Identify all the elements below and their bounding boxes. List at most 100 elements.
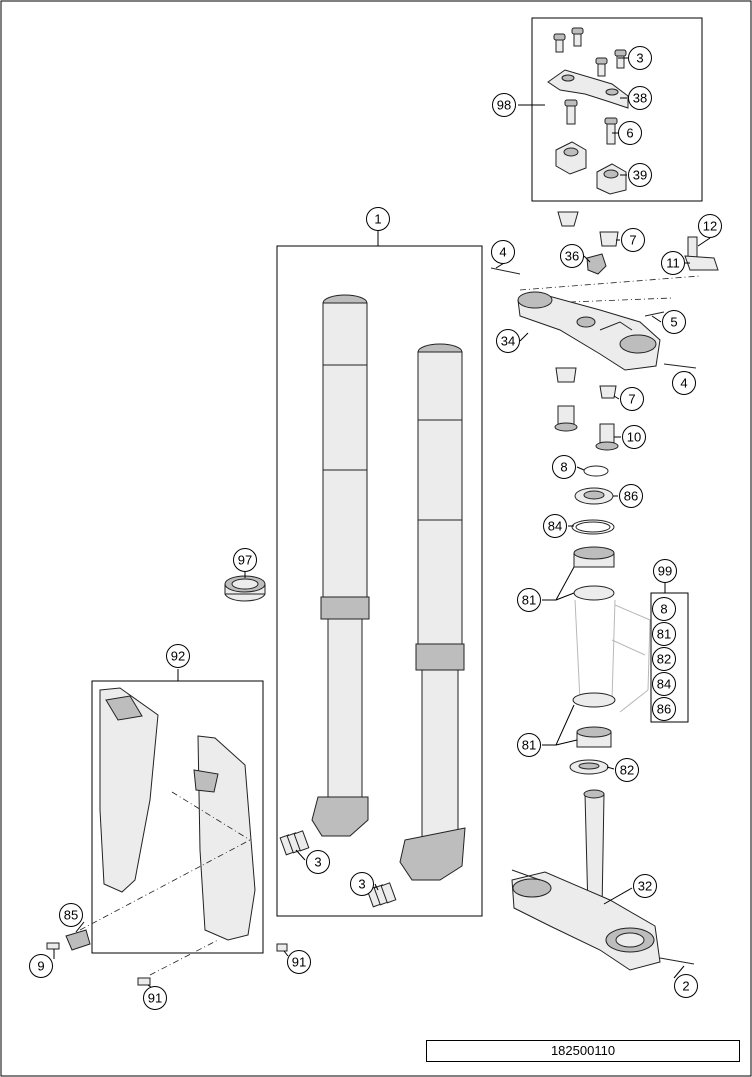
callout-label: 91 — [292, 955, 306, 970]
callout-1: 1 — [366, 207, 390, 231]
lower-bearing-race — [572, 692, 616, 708]
callout-circle — [366, 207, 390, 231]
left-axle-clamp — [311, 796, 369, 837]
group-box-98 — [531, 17, 703, 202]
callout-82: 82 — [652, 647, 676, 671]
callout-label: 84 — [548, 519, 562, 534]
upper-triple-clamp — [517, 291, 661, 371]
callout-36: 36 — [560, 244, 584, 268]
callout-circle — [619, 484, 643, 508]
callout-label: 11 — [666, 256, 680, 271]
callout-4: 4 — [672, 371, 696, 395]
callout-label: 3 — [358, 877, 365, 892]
callout-label: 81 — [522, 738, 536, 753]
callout-5: 5 — [662, 310, 686, 334]
callout-label: 84 — [657, 677, 671, 692]
callout-97: 97 — [233, 548, 257, 572]
callout-91: 91 — [143, 986, 167, 1010]
callout-label: 36 — [565, 249, 579, 264]
lower-triple-clamp — [511, 789, 695, 971]
callout-layer: 1233344567788910111232343638398181818282… — [29, 46, 722, 1010]
callout-99: 99 — [653, 559, 677, 583]
callout-label: 82 — [657, 652, 671, 667]
right-axle-clamp — [399, 827, 466, 881]
callout-circle — [560, 244, 584, 268]
group-box-99 — [650, 592, 689, 723]
callout-circle — [615, 758, 639, 782]
diagram-code-box: 182500110 — [426, 1040, 740, 1062]
brake-line-holder — [193, 769, 219, 793]
callout-circle — [496, 329, 520, 353]
callout-4: 4 — [491, 240, 515, 264]
callout-34: 34 — [496, 329, 520, 353]
callout-circle — [674, 974, 698, 998]
callout-label: 6 — [626, 126, 633, 141]
callout-label: 38 — [633, 91, 647, 106]
callout-circle — [653, 559, 677, 583]
callout-91: 91 — [287, 950, 311, 974]
callout-circle — [287, 950, 311, 974]
callout-circle — [59, 903, 83, 927]
callout-circle — [662, 310, 686, 334]
callout-84: 84 — [543, 514, 567, 538]
callout-circle — [306, 850, 330, 874]
seal-ring — [571, 519, 615, 535]
callout-92: 92 — [166, 644, 190, 668]
o-ring — [583, 465, 609, 477]
callout-label: 98 — [497, 98, 511, 113]
callout-label: 85 — [64, 908, 78, 923]
callout-circle — [543, 514, 567, 538]
callout-circle — [492, 93, 516, 117]
callout-circle — [652, 647, 676, 671]
callout-2: 2 — [674, 974, 698, 998]
callout-11: 11 — [661, 251, 685, 275]
steering-head-tube-ghost — [574, 599, 616, 701]
callout-circle — [652, 597, 676, 621]
callout-8: 8 — [552, 455, 576, 479]
callout-label: 3 — [314, 855, 321, 870]
callout-label: 12 — [703, 219, 717, 234]
callout-39: 39 — [628, 163, 652, 187]
callout-85: 85 — [59, 903, 83, 927]
lower-clamp-left — [555, 141, 587, 175]
steering-bushings — [554, 211, 619, 451]
callout-circle — [652, 622, 676, 646]
callout-label: 2 — [682, 979, 689, 994]
callout-86: 86 — [652, 697, 676, 721]
callout-32: 32 — [633, 874, 657, 898]
callout-label: 3 — [636, 51, 643, 66]
callout-label: 99 — [658, 564, 672, 579]
group-box-1 — [276, 245, 483, 917]
callout-3: 3 — [306, 850, 330, 874]
callout-circle — [698, 214, 722, 238]
callout-circle — [661, 251, 685, 275]
callout-label: 7 — [628, 392, 635, 407]
callout-circle — [233, 548, 257, 572]
fork-leg-left — [311, 294, 370, 837]
callout-label: 7 — [629, 233, 636, 248]
callout-circle — [618, 121, 642, 145]
steering-bearings — [569, 465, 651, 775]
cable-guide — [684, 255, 719, 271]
callout-38: 38 — [628, 86, 652, 110]
fork-leg-right — [399, 343, 466, 881]
callout-label: 86 — [624, 489, 638, 504]
callout-circle — [622, 425, 646, 449]
callout-label: 32 — [638, 879, 652, 894]
callout-98: 98 — [492, 93, 516, 117]
axis-line-a — [519, 275, 701, 291]
lower-pinch-bolt — [659, 957, 695, 965]
callout-circle — [517, 733, 541, 757]
diagram-code: 182500110 — [550, 1043, 616, 1058]
callout-circle — [350, 872, 374, 896]
callout-82: 82 — [615, 758, 639, 782]
callout-3: 3 — [628, 46, 652, 70]
callout-circle — [633, 874, 657, 898]
callout-8: 8 — [652, 597, 676, 621]
callout-label: 5 — [670, 315, 677, 330]
callout-circle — [29, 954, 53, 978]
callout-84: 84 — [652, 672, 676, 696]
